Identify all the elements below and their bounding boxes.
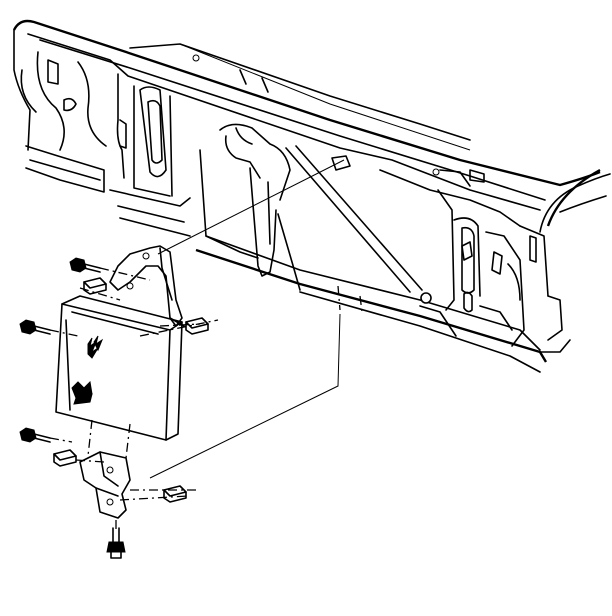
lower-mounting-bracket xyxy=(79,451,131,519)
alignment-lines xyxy=(49,159,363,530)
module-symbol-icon xyxy=(71,380,93,405)
spring-nut-clip-icon xyxy=(53,449,77,467)
radiator-support-panel xyxy=(12,19,611,373)
upper-mounting-bracket xyxy=(109,245,185,327)
spring-nut-clip-icon xyxy=(185,317,209,335)
hex-bolt-icon xyxy=(19,319,51,335)
hex-bolt-icon xyxy=(19,427,51,443)
spring-nut-clip-icon xyxy=(83,277,107,295)
hex-bolt-icon xyxy=(106,527,126,559)
hex-bolt-icon xyxy=(69,257,101,273)
module-symbol-icon xyxy=(87,335,104,359)
electronic-module xyxy=(55,295,183,441)
spring-nut-clip-icon xyxy=(163,485,187,503)
